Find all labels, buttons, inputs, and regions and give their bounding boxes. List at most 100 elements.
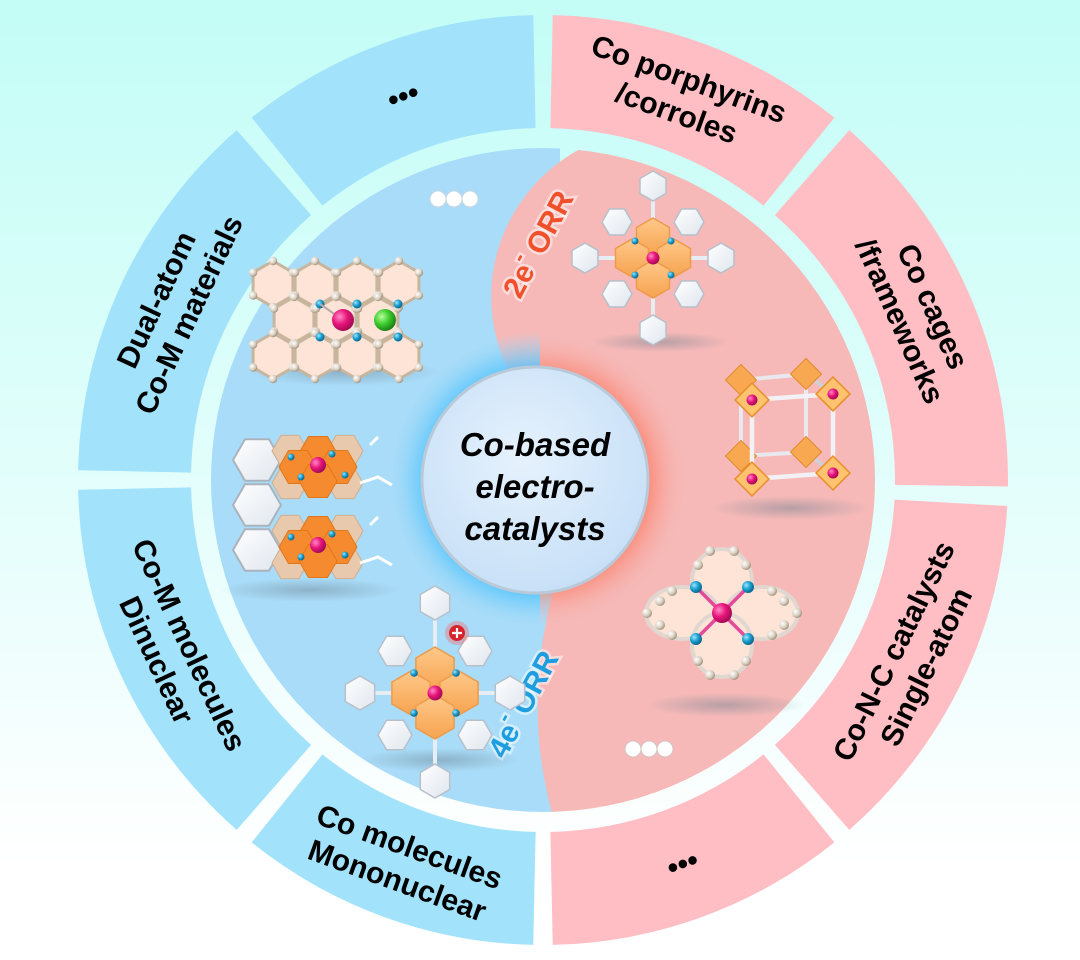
mononuclear-co-macrocycle xyxy=(344,585,526,799)
nitrogen-atom xyxy=(742,633,754,645)
plus-glyph xyxy=(452,628,462,638)
nitrogen-atom xyxy=(328,450,336,458)
porphyrin-layer xyxy=(271,434,393,500)
carbon-atom xyxy=(374,268,384,277)
substituent xyxy=(359,475,393,487)
carbon-atom xyxy=(792,608,802,618)
peripheral-ring xyxy=(639,314,667,346)
nitrogen-atom xyxy=(393,332,403,342)
cobalt-atom xyxy=(827,467,839,479)
substituent xyxy=(359,555,393,567)
cobalt-atom xyxy=(646,251,660,265)
nitrogen-atom xyxy=(410,669,418,677)
carbon-atom xyxy=(268,256,278,266)
pink-segment-shape xyxy=(774,499,1008,830)
center-disc xyxy=(420,365,650,595)
carbon-atom xyxy=(331,292,341,302)
cobalt-atom xyxy=(310,457,326,473)
pink-segment-shape xyxy=(550,754,835,945)
nitrogen-atom xyxy=(667,237,675,245)
nitrogen-atom xyxy=(352,332,362,342)
peripheral-ring xyxy=(494,675,526,711)
macrocycle-tile xyxy=(415,694,455,740)
carbon-atom xyxy=(268,328,278,338)
carbon-atom xyxy=(705,670,715,680)
nitrogen-atom xyxy=(667,271,675,279)
carbon-atom xyxy=(767,586,777,596)
carbon-atom xyxy=(414,291,424,300)
blue-segment-shape xyxy=(78,487,312,830)
blue-segment-shape xyxy=(251,754,536,945)
carbon-atom xyxy=(310,374,320,384)
carbon-atom xyxy=(352,256,362,266)
drop-shadow xyxy=(360,748,520,772)
nitrogen-atom xyxy=(341,471,349,479)
nitrogen-atom xyxy=(315,332,325,342)
single-atom-co-n4 xyxy=(642,546,805,717)
cobalt-atom xyxy=(746,394,758,406)
carbon-ring xyxy=(251,331,295,381)
center-title-line-3: catalysts xyxy=(464,510,605,547)
carbon-atom xyxy=(741,656,751,666)
nitrogen-atom xyxy=(690,581,702,593)
substituent xyxy=(368,515,380,527)
carbon-atom xyxy=(248,340,258,349)
carbon-atom xyxy=(374,340,384,349)
carbon-atom xyxy=(729,546,739,556)
carbon-atom xyxy=(779,596,789,606)
carbon-atom xyxy=(332,340,342,349)
carbon-atom xyxy=(332,363,342,372)
dual-atom-graphene-sheet xyxy=(248,256,440,386)
peripheral-ring xyxy=(457,719,493,751)
drop-shadow xyxy=(220,578,400,602)
peripheral-ring xyxy=(457,635,493,667)
carbon-atom xyxy=(741,560,751,570)
peripheral-ring xyxy=(377,635,413,667)
peripheral-ring xyxy=(601,280,633,308)
pink-segment-4: ••• xyxy=(550,754,835,945)
porphyrin-layer xyxy=(271,514,393,580)
nitrogen-atom xyxy=(742,581,754,593)
macrocycle-tile xyxy=(298,464,338,498)
carbon-atom xyxy=(374,363,384,372)
nitrogen-atom xyxy=(393,299,403,309)
peripheral-ring xyxy=(419,763,451,799)
blue-segment-shape xyxy=(251,15,536,206)
linker-ring xyxy=(231,438,283,482)
carbon-atom xyxy=(655,596,665,606)
center-title-line-1: Co-based xyxy=(460,426,611,463)
carbon-atom xyxy=(248,363,258,372)
carbon-ring xyxy=(293,331,337,381)
cage-node xyxy=(789,435,823,469)
peripheral-ring xyxy=(601,208,633,236)
drop-shadow xyxy=(645,693,805,717)
carbon-atom xyxy=(667,630,677,640)
carbon-atom xyxy=(268,374,278,384)
peripheral-ring xyxy=(377,719,413,751)
linker-ring xyxy=(231,528,283,572)
carbon-atom xyxy=(667,586,677,596)
inner-pink-half xyxy=(491,148,875,812)
carbon-atom xyxy=(332,268,342,277)
carbon-atom xyxy=(373,292,383,302)
carbon-atom xyxy=(767,630,777,640)
cage-node xyxy=(724,439,758,473)
nitrogen-atom xyxy=(690,633,702,645)
substituent xyxy=(368,435,380,447)
nitrogen-atom xyxy=(287,453,295,461)
carbon-atom xyxy=(655,620,665,630)
pink-segment-shape xyxy=(774,130,1008,487)
carbon-atom xyxy=(414,268,424,277)
carbon-atom xyxy=(290,268,300,277)
nitrogen-atom xyxy=(341,551,349,559)
carbon-atom xyxy=(414,363,424,372)
nitrogen-atom xyxy=(297,553,305,561)
carbon-atom xyxy=(248,268,258,277)
cobalt-atom xyxy=(827,388,839,400)
blue-segment-4: ••• xyxy=(251,15,536,206)
peripheral-ring xyxy=(571,242,599,274)
peripheral-ring xyxy=(673,208,705,236)
